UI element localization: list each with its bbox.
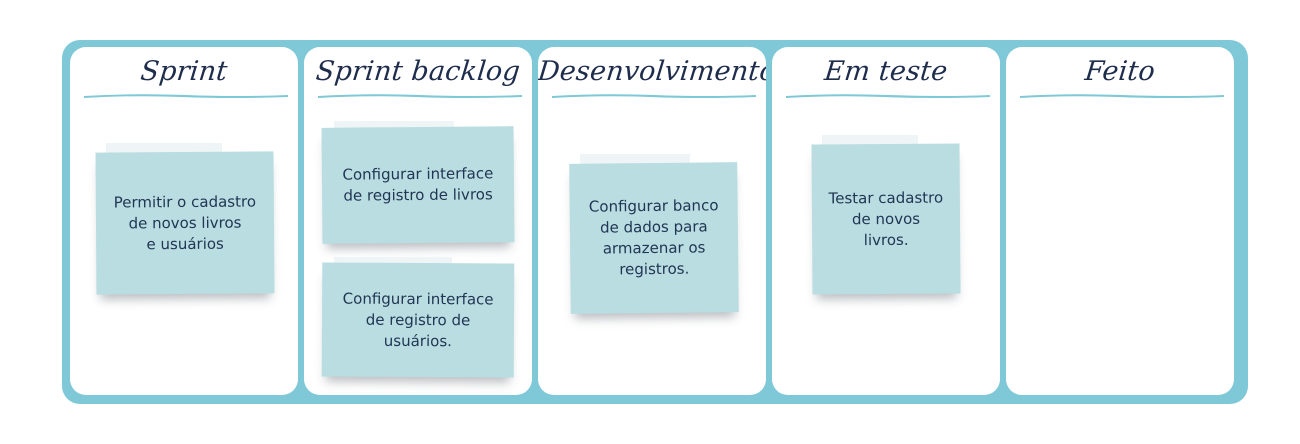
- sticky-note[interactable]: Permitir o cadastro de novos livros e us…: [95, 151, 275, 295]
- sticky-note[interactable]: Configurar interface de registro de usuá…: [321, 262, 515, 378]
- brush-underline: [786, 94, 990, 98]
- column-title: Desenvolvimento: [538, 56, 766, 87]
- column-title: Sprint backlog: [314, 56, 522, 87]
- sticky-note[interactable]: Configurar banco de dados para armazenar…: [569, 162, 739, 314]
- column-em-teste: Em teste Testar cadastro de novos livros…: [772, 47, 1000, 395]
- brush-underline: [552, 94, 756, 98]
- column-title: Em teste: [822, 56, 950, 87]
- brush-underline: [84, 94, 288, 98]
- brush-underline: [1020, 94, 1224, 98]
- column-sprint-backlog: Sprint backlog Configurar interface de r…: [304, 47, 532, 395]
- sticky-note[interactable]: Configurar interface de registro de livr…: [321, 126, 515, 244]
- sticky-note[interactable]: Testar cadastro de novos livros.: [811, 143, 961, 295]
- brush-underline: [318, 94, 522, 98]
- column-title: Feito: [1083, 56, 1157, 87]
- kanban-board: Sprint Permitir o cadastro de novos livr…: [62, 40, 1248, 404]
- column-sprint: Sprint Permitir o cadastro de novos livr…: [70, 47, 298, 395]
- column-desenvolvimento: Desenvolvimento Configurar banco de dado…: [538, 47, 766, 395]
- column-title: Sprint: [138, 56, 230, 87]
- column-feito: Feito: [1006, 47, 1234, 395]
